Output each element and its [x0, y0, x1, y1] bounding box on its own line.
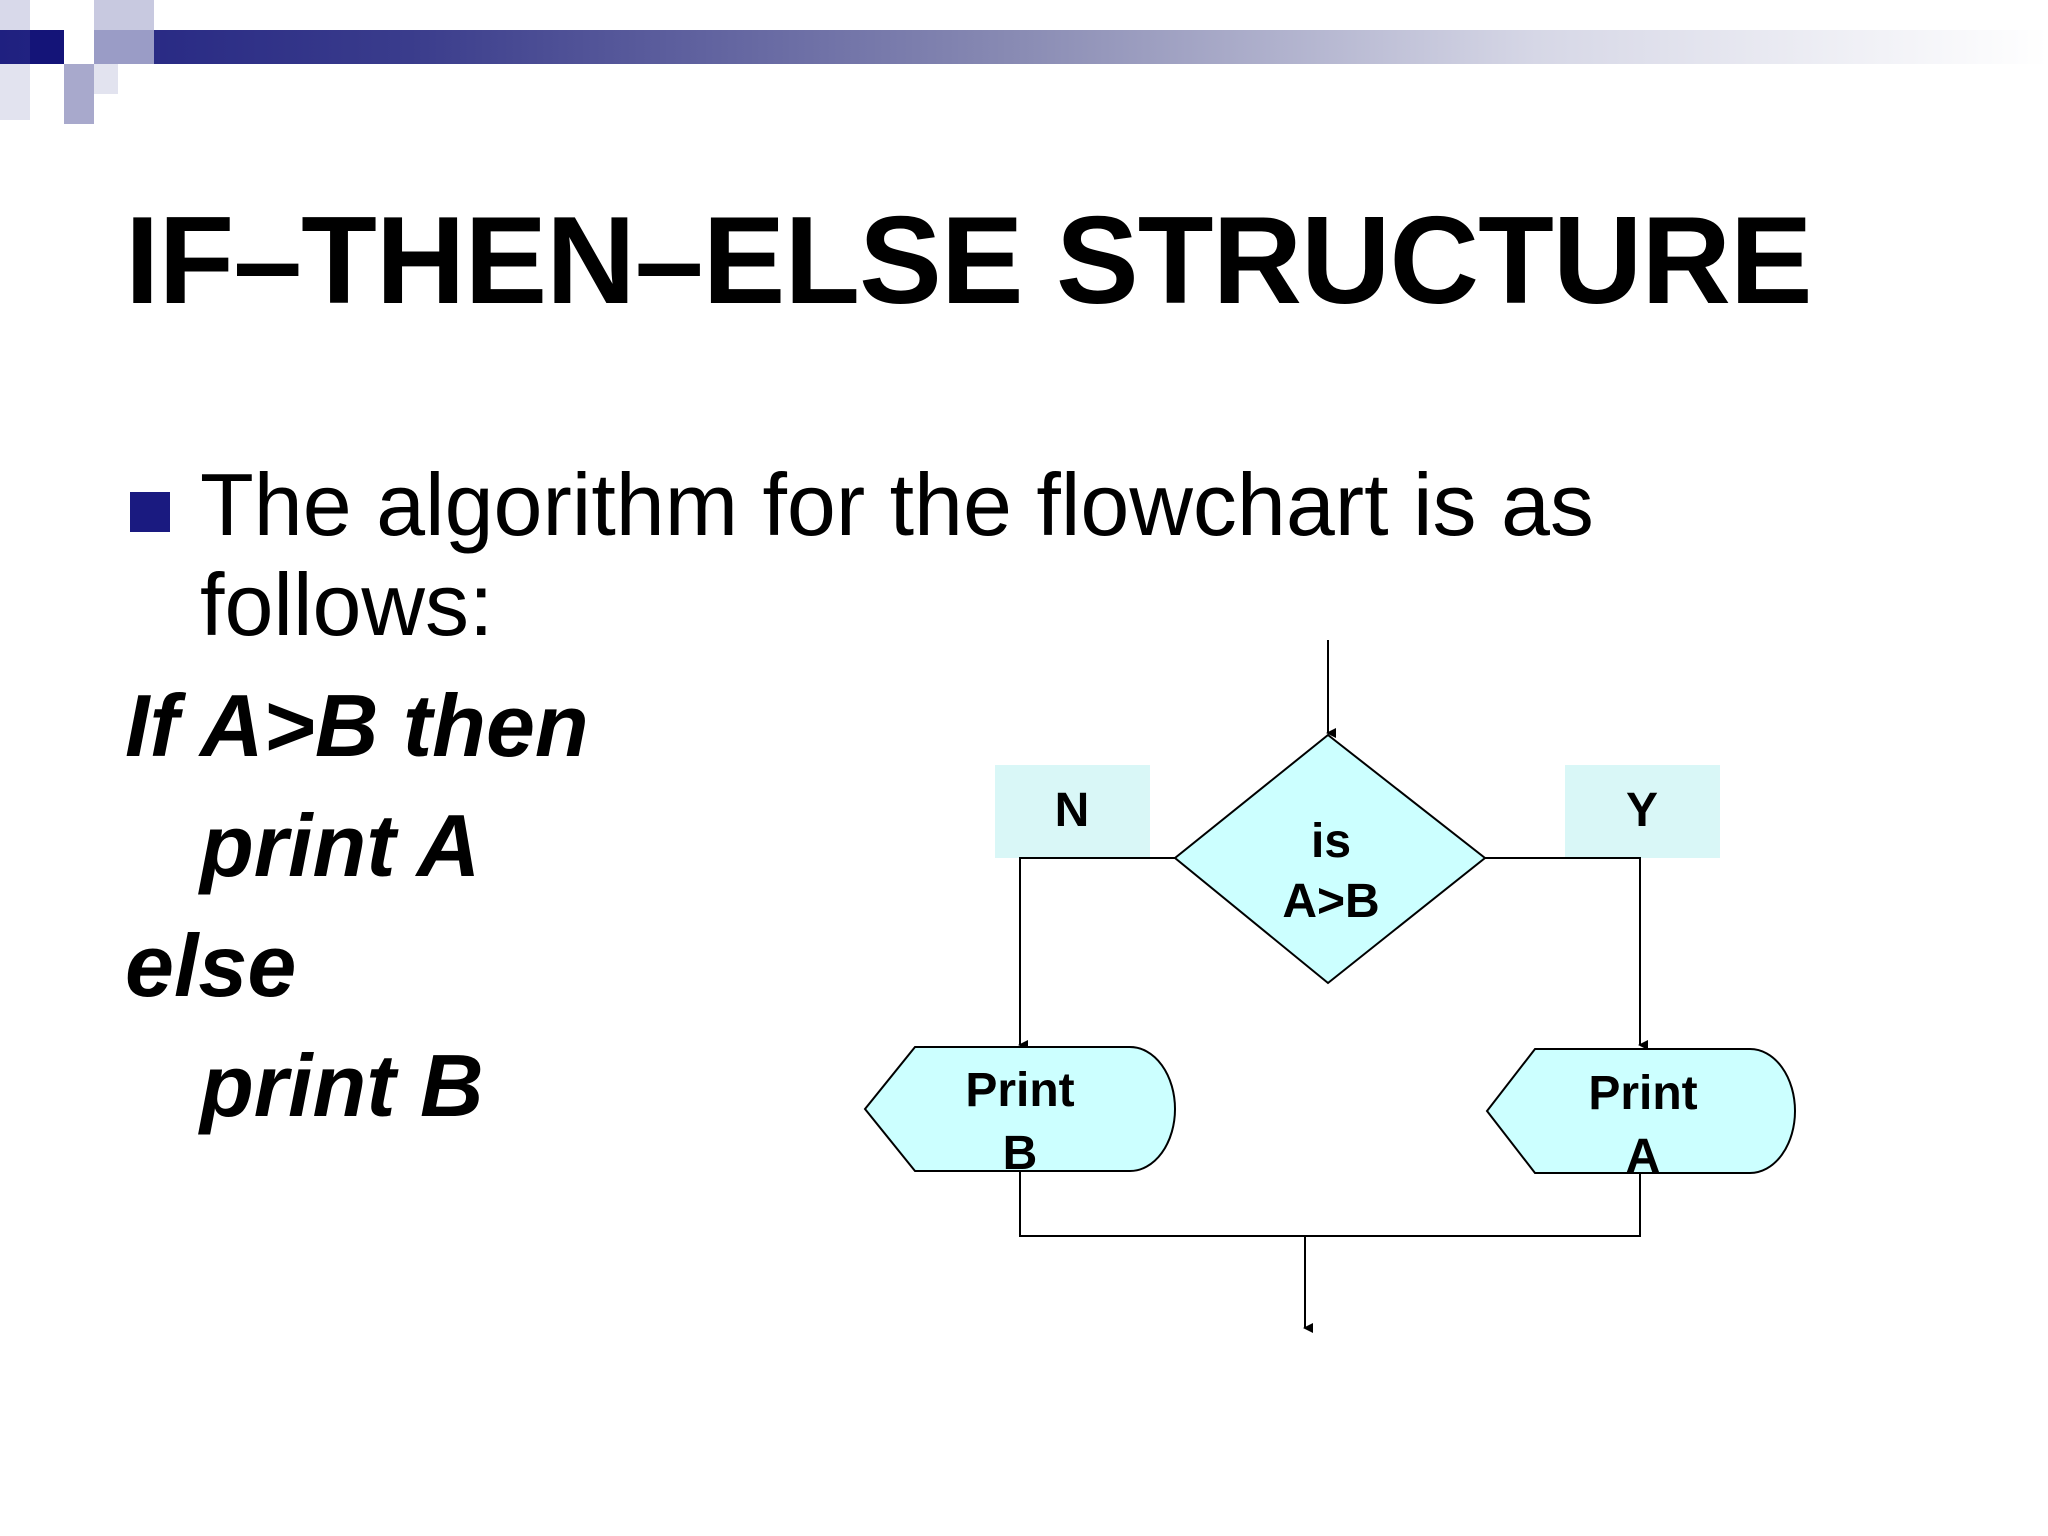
bullet-marker: [130, 492, 170, 532]
no-label-box: [995, 765, 1150, 858]
corner-square: [0, 0, 30, 30]
corner-square: [0, 64, 30, 120]
algorithm-line-if: If A>B then: [125, 676, 589, 775]
algorithm-line-print-a: print A: [200, 796, 481, 895]
no-label: N: [1055, 784, 1090, 837]
yes-branch-line: [1485, 857, 1648, 1050]
print-b-shape: [863, 1046, 1176, 1172]
yes-label-box: [1565, 765, 1720, 858]
decision-text-line2: A>B: [1282, 875, 1379, 928]
print-a-text-line1: Print: [1588, 1067, 1697, 1120]
print-a-shape: [1485, 1048, 1796, 1174]
corner-square: [94, 30, 154, 64]
slide-title: IF–THEN–ELSE STRUCTURE: [125, 192, 1813, 330]
algorithm-line-print-b: print B: [200, 1036, 484, 1135]
bullet-text: The algorithm for the flowchart is as fo…: [200, 455, 1594, 654]
corner-square: [94, 0, 154, 30]
corner-square: [94, 64, 118, 94]
print-a-text-line2: A: [1626, 1130, 1661, 1183]
corner-square: [64, 30, 94, 64]
decision-diamond: [1173, 733, 1487, 985]
print-b-text-line2: B: [1003, 1127, 1038, 1180]
algorithm-line-else: else: [125, 916, 297, 1015]
corner-square: [30, 30, 64, 64]
merge-line: [1019, 1171, 1641, 1237]
header-gradient-bar: [0, 30, 2048, 64]
yes-label: Y: [1626, 784, 1658, 837]
print-b-text-line1: Print: [965, 1064, 1074, 1117]
decision-text-line1: is: [1311, 815, 1351, 868]
no-branch-line: [1018, 857, 1175, 1050]
corner-square: [64, 64, 94, 124]
